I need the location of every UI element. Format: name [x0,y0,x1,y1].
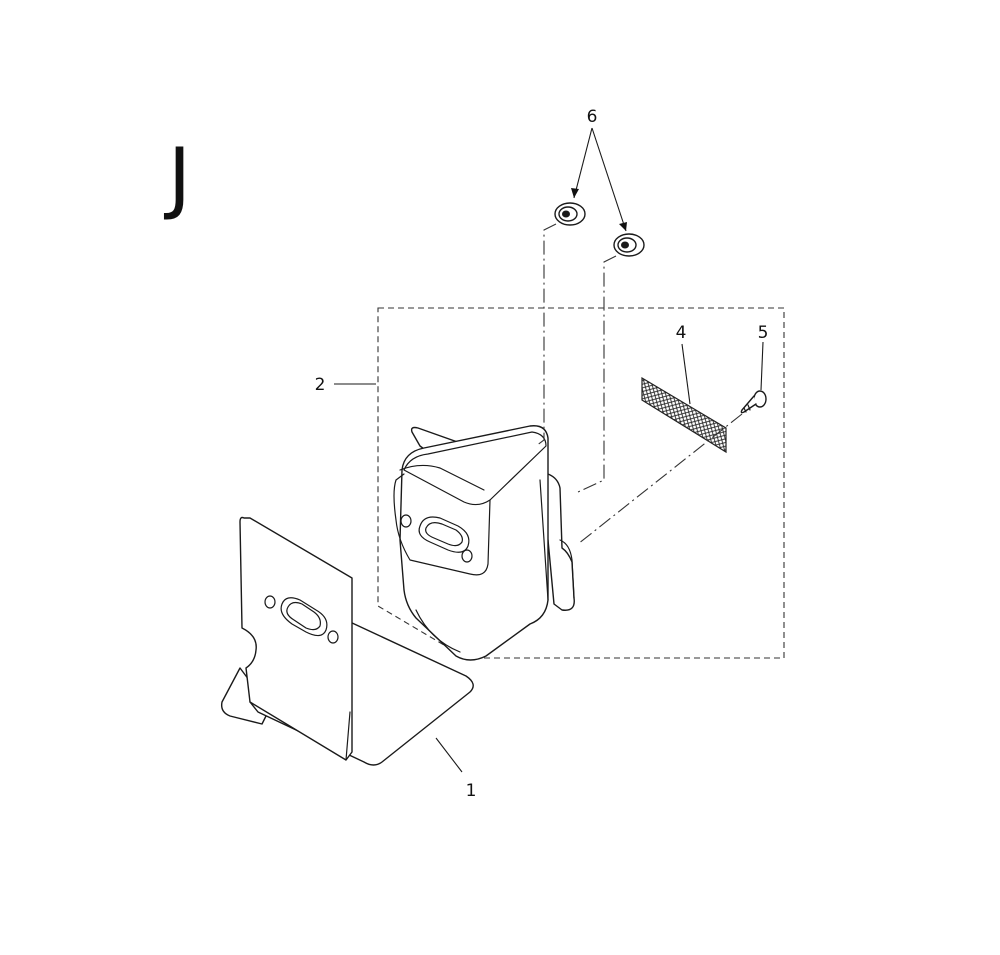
muffler [393,425,575,661]
spark-arrestor-screen [641,376,727,454]
callout-6: 6 [587,107,598,127]
assembly-line-screw [577,413,743,545]
section-letter: J [163,133,191,223]
leader-line-6b [591,127,627,232]
callout-5: 5 [758,323,769,343]
flange-nut-upper [554,202,586,226]
assembly-line-nut-lower [577,255,617,493]
leader-line-5 [760,341,764,391]
callout-2: 2 [315,375,326,395]
muffler-kit-boundary [377,307,785,659]
leader-line-1 [435,737,463,773]
callout-4: 4 [676,323,687,343]
leader-line-6a [573,127,593,199]
callout-1: 1 [466,781,477,801]
screw [740,390,767,414]
leader-line-4 [681,343,691,405]
flange-nut-lower [613,233,645,257]
gasket-plate [220,516,474,766]
assembly-line-nut-upper [535,223,557,447]
